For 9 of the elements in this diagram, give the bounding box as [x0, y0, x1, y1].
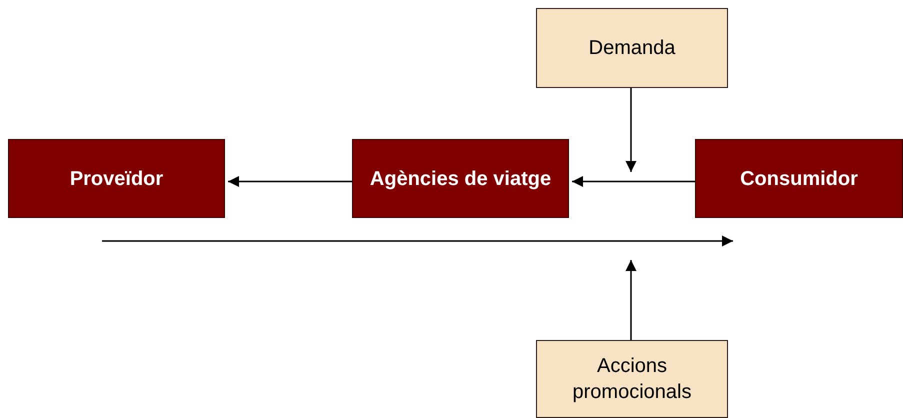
arrow: [228, 176, 352, 187]
arrow: [626, 260, 636, 340]
process-box: Agències de viatge: [352, 139, 569, 218]
arrow: [626, 88, 636, 172]
process-box: Consumidor: [695, 139, 903, 218]
process-box: Proveïdor: [8, 139, 225, 218]
process-box: Demanda: [536, 8, 728, 88]
arrow: [572, 176, 695, 187]
process-box: Accions promocionals: [536, 340, 728, 418]
